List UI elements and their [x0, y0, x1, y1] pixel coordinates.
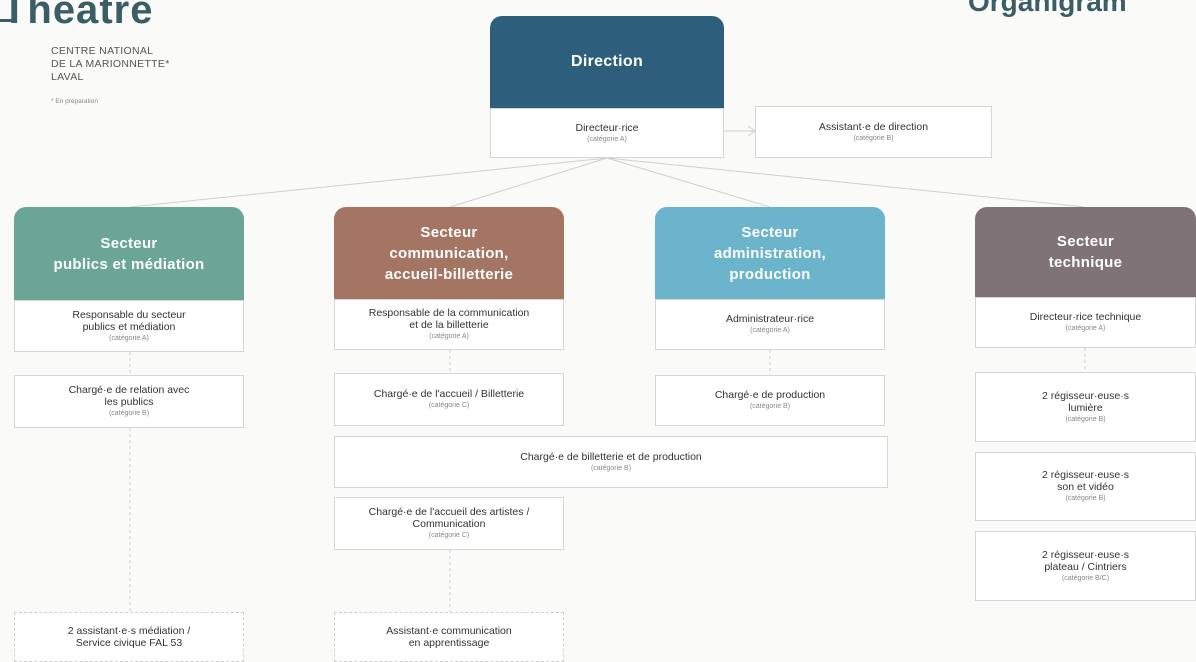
administration-head-category: (catégorie A) — [750, 327, 790, 334]
communication-head-card: Responsable de la communication et de la… — [334, 299, 564, 350]
assistant-direction-category: (catégorie B) — [853, 134, 894, 142]
shared-title: Chargé·e de billetterie et de production — [520, 450, 702, 463]
logo-note: * En préparation — [51, 98, 98, 105]
assistant-direction-card: Assistant·e de direction (catégorie B) — [755, 106, 992, 158]
page-title: Organigram — [968, 0, 1127, 17]
director-title: Directeur·rice — [575, 121, 639, 134]
publics-head-title: Responsable du secteur publics et médiat… — [72, 308, 186, 333]
technique-staff-2-card: 2 régisseur·euse·s son et vidéo (catégor… — [975, 452, 1196, 521]
communication-staff-1-title: Chargé·e de l'accueil / Billetterie — [373, 388, 525, 400]
sector-administration-label: Secteur administration, production — [713, 223, 826, 283]
director-card: Directeur·rice (catégorie A) — [490, 108, 724, 158]
communication-head-title: Responsable de la communication et de la… — [368, 307, 530, 331]
sector-communication-header: Secteur communication, accueil-billetter… — [334, 207, 564, 299]
administration-staff-1-card: Chargé·e de production (catégorie B) — [655, 375, 885, 426]
direction-label: Direction — [570, 53, 644, 70]
logo-subtitle: CENTRE NATIONAL DE LA MARIONNETTE* LAVAL — [51, 45, 170, 83]
publics-staff-1-card: Chargé·e de relation avec les publics (c… — [14, 375, 244, 428]
publics-staff-1-title: Chargé·e de relation avec les publics — [68, 384, 190, 408]
communication-staff-3-card: Assistant·e communication en apprentissa… — [334, 612, 564, 662]
technique-staff-1-category: (catégorie B) — [1065, 415, 1106, 423]
administration-staff-1-title: Chargé·e de production — [714, 389, 826, 401]
publics-head-card: Responsable du secteur publics et médiat… — [14, 300, 244, 352]
administration-staff-1-category: (catégorie B) — [749, 403, 791, 410]
communication-staff-2-title: Chargé·e de l'accueil des artistes / Com… — [368, 506, 530, 530]
publics-staff-1-category: (catégorie B) — [108, 410, 150, 417]
shared-billetterie-production-card: Chargé·e de billetterie et de production… — [334, 436, 888, 488]
technique-head-card: Directeur·rice technique (catégorie A) — [975, 297, 1196, 348]
publics-staff-2-title: 2 assistant·e·s médiation / Service civi… — [67, 625, 191, 649]
sector-publics-label: Secteur publics et médiation — [53, 234, 205, 273]
communication-staff-1-category: (catégorie C) — [428, 402, 470, 409]
sector-technique-label: Secteur technique — [1048, 233, 1123, 271]
communication-head-category: (catégorie A) — [429, 333, 469, 340]
technique-staff-3-card: 2 régisseur·euse·s plateau / Cintriers (… — [975, 531, 1196, 601]
sector-technique-header: Secteur technique — [975, 207, 1196, 297]
communication-staff-2-card: Chargé·e de l'accueil des artistes / Com… — [334, 497, 564, 550]
technique-staff-3-category: (catégorie B/C) — [1061, 574, 1110, 582]
publics-head-category: (catégorie A) — [109, 334, 149, 342]
technique-staff-1-card: 2 régisseur·euse·s lumière (catégorie B) — [975, 372, 1196, 442]
logo: Théâtre — [2, 0, 154, 32]
director-category: (catégorie A) — [587, 135, 627, 143]
technique-head-title: Directeur·rice technique — [1029, 311, 1142, 323]
assistant-direction-title: Assistant·e de direction — [818, 120, 929, 133]
sector-publics-header: Secteur publics et médiation — [14, 207, 244, 300]
communication-staff-2-category: (catégorie C) — [428, 532, 470, 539]
shared-category: (catégorie B) — [590, 464, 632, 472]
administration-head-title: Administrateur·rice — [725, 313, 815, 325]
direction-header: Direction — [490, 16, 724, 108]
technique-staff-3-title: 2 régisseur·euse·s plateau / Cintriers — [1042, 548, 1129, 573]
sector-administration-header: Secteur administration, production — [655, 207, 885, 299]
communication-staff-1-card: Chargé·e de l'accueil / Billetterie (cat… — [334, 373, 564, 426]
administration-head-card: Administrateur·rice (catégorie A) — [655, 299, 885, 350]
technique-staff-1-title: 2 régisseur·euse·s lumière — [1042, 389, 1129, 414]
communication-staff-3-title: Assistant·e communication en apprentissa… — [386, 625, 512, 649]
sector-communication-label: Secteur communication, accueil-billetter… — [384, 223, 514, 283]
publics-staff-2-card: 2 assistant·e·s médiation / Service civi… — [14, 612, 244, 662]
technique-staff-2-category: (catégorie B) — [1065, 495, 1106, 502]
logo-mark — [0, 0, 14, 22]
technique-staff-2-title: 2 régisseur·euse·s son et vidéo — [1042, 469, 1129, 493]
technique-head-category: (catégorie A) — [1065, 325, 1106, 332]
